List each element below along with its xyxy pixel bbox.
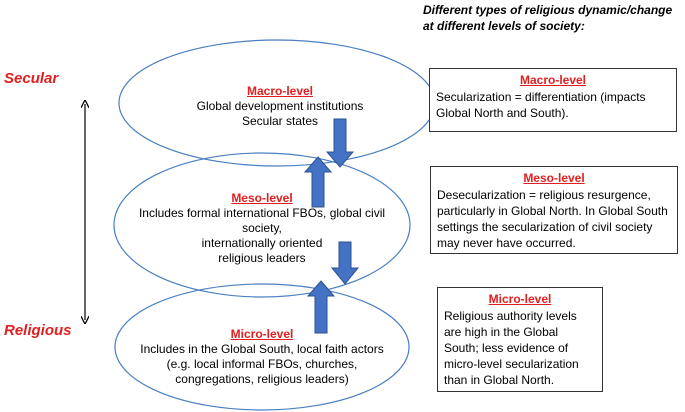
diagram-header: Different types of religious dynamic/cha… bbox=[423, 2, 683, 34]
meso-ellipse-line-4: religious leaders bbox=[218, 251, 306, 265]
arrow-up-micro-to-meso bbox=[306, 280, 336, 334]
macro-ellipse-title: Macro-level bbox=[246, 84, 314, 98]
micro-ellipse-title: Micro-level bbox=[230, 327, 294, 341]
secular-label: Secular bbox=[4, 70, 59, 87]
micro-box-text: Religious authority levels are high in t… bbox=[444, 309, 579, 387]
meso-box-text: Desecularization = religious resurgence,… bbox=[437, 188, 668, 250]
macro-box-title: Macro-level bbox=[519, 73, 587, 87]
micro-ellipse-line-1: Includes in the Global South, local fait… bbox=[140, 342, 384, 356]
micro-ellipse-text: Micro-level Includes in the Global South… bbox=[130, 327, 394, 387]
meso-ellipse-line-3: internationally oriented bbox=[201, 236, 323, 250]
micro-box-title: Micro-level bbox=[488, 292, 552, 306]
header-line-1: Different types of religious dynamic/cha… bbox=[423, 3, 673, 17]
micro-ellipse-line-2: (e.g. local informal FBOs, churches, bbox=[166, 357, 358, 371]
meso-box-title: Meso-level bbox=[523, 171, 585, 185]
micro-ellipse-line-3: congregations, religious leaders) bbox=[175, 372, 349, 386]
arrow-up-meso-to-macro bbox=[303, 156, 333, 208]
macro-ellipse-line-2: Secular states bbox=[241, 114, 319, 128]
macro-level-box: Macro-level Secularization = differentia… bbox=[429, 68, 677, 132]
meso-ellipse-text: Meso-level Includes formal international… bbox=[122, 191, 402, 266]
meso-ellipse-line-2: society, bbox=[242, 221, 282, 235]
macro-box-text: Secularization = differentiation (impact… bbox=[436, 90, 646, 120]
micro-level-box: Micro-level Religious authority levels a… bbox=[437, 287, 603, 392]
header-line-2: at different levels of society: bbox=[423, 19, 585, 33]
meso-ellipse-line-1: Includes formal international FBOs, glob… bbox=[138, 206, 386, 220]
religious-label: Religious bbox=[4, 322, 72, 339]
macro-ellipse-text: Macro-level Global development instituti… bbox=[160, 84, 400, 129]
meso-level-ellipse bbox=[113, 152, 411, 298]
arrow-down-meso-to-micro bbox=[330, 241, 360, 285]
macro-ellipse-line-1: Global development institutions bbox=[196, 99, 364, 113]
micro-level-ellipse bbox=[114, 283, 410, 411]
meso-ellipse-title: Meso-level bbox=[231, 191, 293, 205]
arrow-down-macro-to-meso bbox=[325, 118, 355, 168]
meso-level-box: Meso-level Desecularization = religious … bbox=[430, 166, 678, 254]
